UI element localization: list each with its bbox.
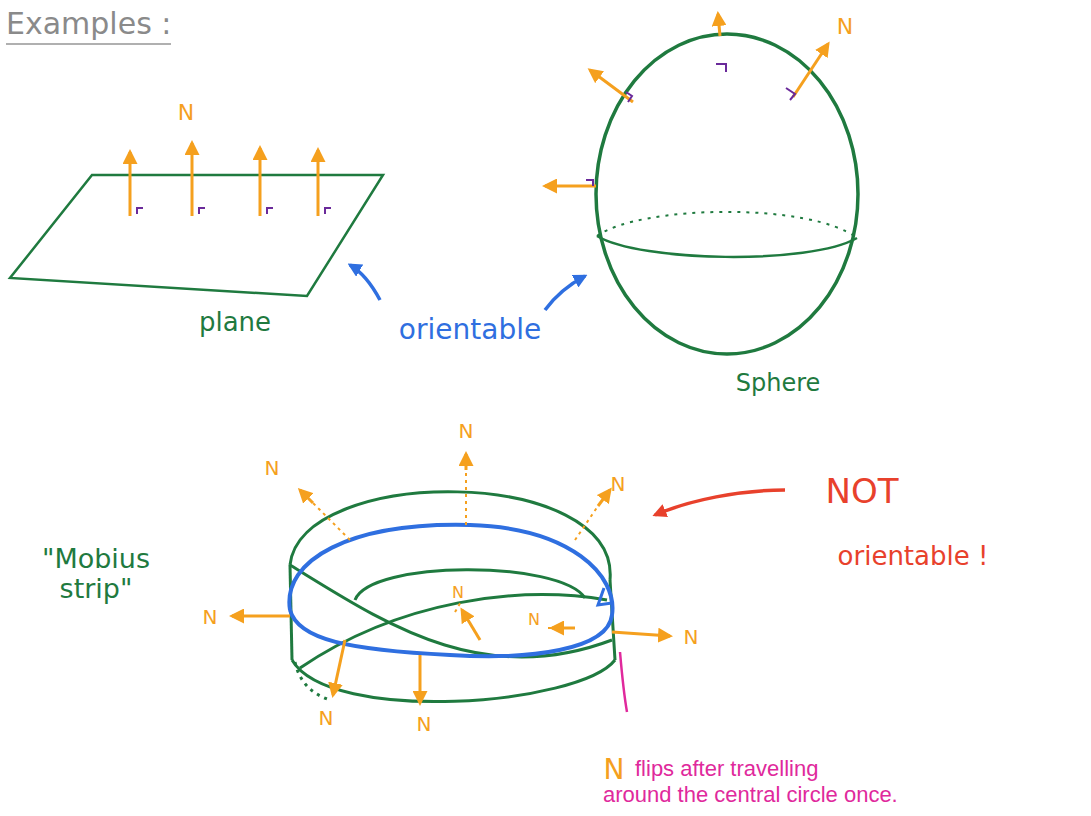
warning-label: orientable ! bbox=[838, 542, 989, 571]
normal-label: N bbox=[265, 457, 280, 479]
normal-label: N bbox=[452, 584, 464, 602]
property-label: orientable bbox=[399, 315, 541, 346]
normal-label: N bbox=[178, 101, 194, 125]
normal-label: N bbox=[837, 15, 853, 39]
normal-label: N bbox=[319, 707, 334, 729]
shape-name: "Mobius strip" bbox=[11, 544, 181, 603]
shape-name: Sphere bbox=[736, 370, 821, 396]
shape-name: plane bbox=[199, 308, 271, 337]
normal-label: N bbox=[611, 473, 626, 495]
normal-label: N bbox=[684, 626, 699, 648]
normal-label: N bbox=[604, 755, 625, 786]
normal-label: N bbox=[417, 713, 432, 735]
heading: Examples : bbox=[6, 6, 171, 45]
explanation-note: flips after travelling around the centra… bbox=[603, 756, 913, 809]
warning-label: NOT bbox=[826, 473, 899, 510]
normal-label: N bbox=[528, 611, 540, 629]
normal-label: N bbox=[203, 606, 218, 628]
normal-label: N bbox=[459, 420, 474, 442]
